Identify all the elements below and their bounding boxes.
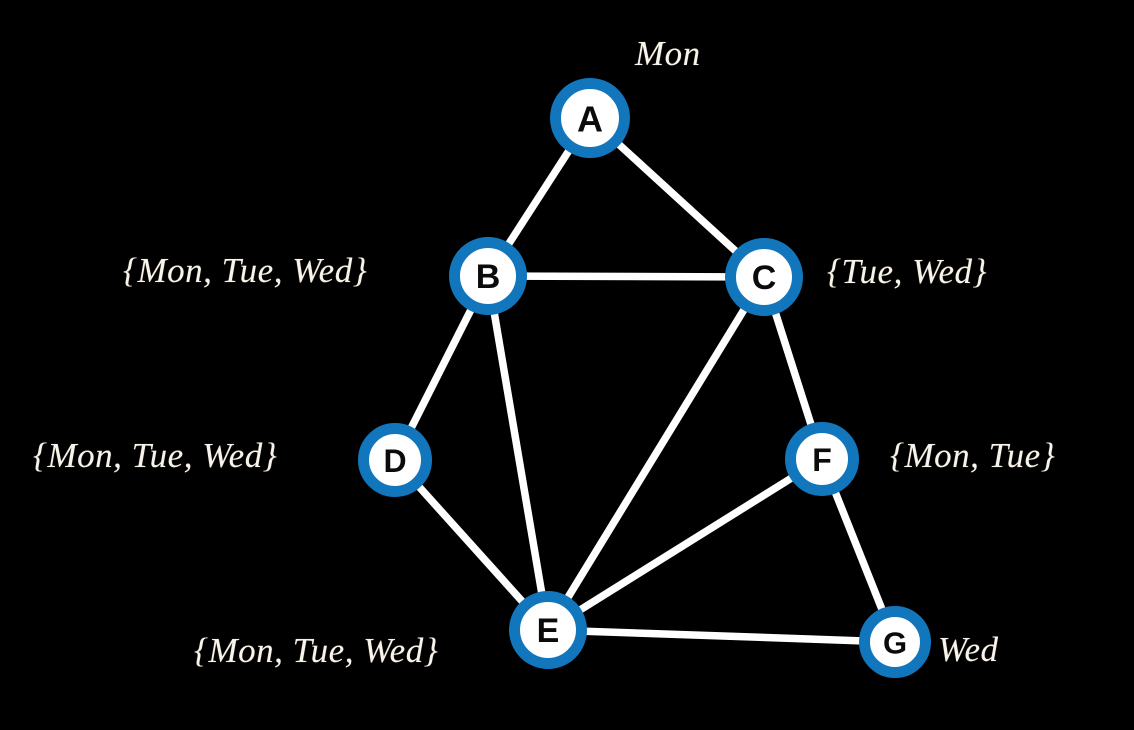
node-label-d: D bbox=[383, 443, 406, 479]
edge-c-e bbox=[544, 273, 768, 634]
edge-layer bbox=[391, 114, 899, 646]
node-circle-c bbox=[725, 238, 803, 316]
node-label-c: C bbox=[752, 259, 777, 297]
node-circle-e bbox=[509, 591, 587, 669]
node-label-e: E bbox=[537, 612, 560, 650]
domain-label-c: {Tue, Wed} bbox=[827, 252, 988, 291]
node-label-a: A bbox=[577, 99, 603, 140]
node-circle-a bbox=[550, 78, 630, 158]
node-c[interactable]: C bbox=[725, 238, 803, 316]
node-d[interactable]: D bbox=[358, 423, 432, 497]
node-label-f: F bbox=[812, 442, 832, 478]
node-a[interactable]: A bbox=[550, 78, 630, 158]
node-circle-g bbox=[859, 606, 931, 678]
edge-b-c bbox=[484, 272, 768, 281]
node-circle-f bbox=[785, 422, 859, 496]
node-e[interactable]: E bbox=[509, 591, 587, 669]
node-label-b: B bbox=[476, 258, 501, 296]
domain-label-d: {Mon, Tue, Wed} bbox=[33, 436, 278, 475]
node-f[interactable]: F bbox=[785, 422, 859, 496]
edge-e-f bbox=[544, 455, 826, 634]
domain-label-b: {Mon, Tue, Wed} bbox=[123, 251, 368, 290]
node-label-g: G bbox=[883, 626, 907, 661]
node-g[interactable]: G bbox=[859, 606, 931, 678]
domain-label-g: Wed bbox=[938, 630, 999, 669]
node-layer: A B C D E F G bbox=[358, 78, 931, 678]
edge-b-e bbox=[484, 272, 552, 634]
domain-label-a: Mon bbox=[635, 34, 701, 73]
node-b[interactable]: B bbox=[449, 237, 527, 315]
domain-label-f: {Mon, Tue} bbox=[890, 436, 1056, 475]
edge-e-g bbox=[544, 626, 899, 646]
domain-label-e: {Mon, Tue, Wed} bbox=[194, 631, 439, 670]
node-circle-d bbox=[358, 423, 432, 497]
node-circle-b bbox=[449, 237, 527, 315]
